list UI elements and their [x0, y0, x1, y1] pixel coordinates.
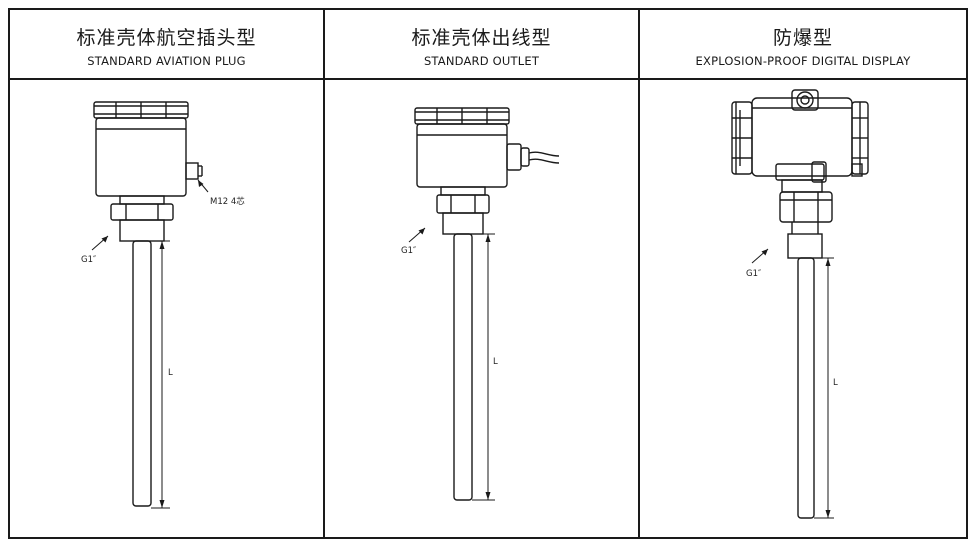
- aviation-plug-drawing: G1″ M12 4芯 L: [81, 101, 245, 509]
- thread-g1: [787, 233, 823, 259]
- cable-entry: [791, 89, 819, 111]
- hex-nut: [779, 191, 833, 223]
- title-chinese: 标准壳体出线型: [411, 27, 552, 49]
- hex-nut: [436, 194, 490, 214]
- product-comparison-table: 标准壳体航空插头型 STANDARD AVIATION PLUG: [8, 8, 968, 539]
- hex-nut: [110, 203, 174, 221]
- thread-label: G1″: [746, 269, 761, 279]
- column-header: 标准壳体出线型 STANDARD OUTLET: [325, 10, 638, 80]
- connector-label: M12 4芯: [210, 196, 245, 207]
- title-chinese: 标准壳体航空插头型: [76, 27, 257, 49]
- column-header: 标准壳体航空插头型 STANDARD AVIATION PLUG: [10, 10, 323, 80]
- length-label: L: [168, 368, 173, 378]
- cable-gland: [506, 143, 522, 171]
- thread-g1: [442, 212, 484, 235]
- cable: [528, 151, 560, 157]
- thread-label: G1″: [401, 246, 416, 256]
- probe-rod: [453, 233, 473, 501]
- title-english: EXPLOSION-PROOF DIGITAL DISPLAY: [695, 54, 911, 68]
- length-label: L: [833, 378, 838, 388]
- thread-label: G1″: [81, 255, 96, 265]
- column-standard-outlet: 标准壳体出线型 STANDARD OUTLET: [325, 10, 640, 537]
- column-header: 防爆型 EXPLOSION-PROOF DIGITAL DISPLAY: [640, 10, 966, 80]
- explosion-proof-drawing: G1″ L: [731, 89, 869, 519]
- title-chinese: 防爆型: [772, 27, 833, 49]
- housing-body: [416, 123, 508, 188]
- length-label: L: [493, 357, 498, 367]
- column-explosion-proof: 防爆型 EXPLOSION-PROOF DIGITAL DISPLAY: [640, 10, 966, 537]
- title-english: STANDARD AVIATION PLUG: [87, 54, 246, 68]
- column-aviation-plug: 标准壳体航空插头型 STANDARD AVIATION PLUG: [10, 10, 325, 537]
- probe-rod: [797, 257, 815, 519]
- standard-outlet-drawing: G1″ L: [401, 107, 560, 501]
- probe-rod: [132, 240, 152, 507]
- title-english: STANDARD OUTLET: [423, 54, 540, 68]
- thread-g1: [119, 219, 165, 242]
- m12-connector: [185, 162, 199, 180]
